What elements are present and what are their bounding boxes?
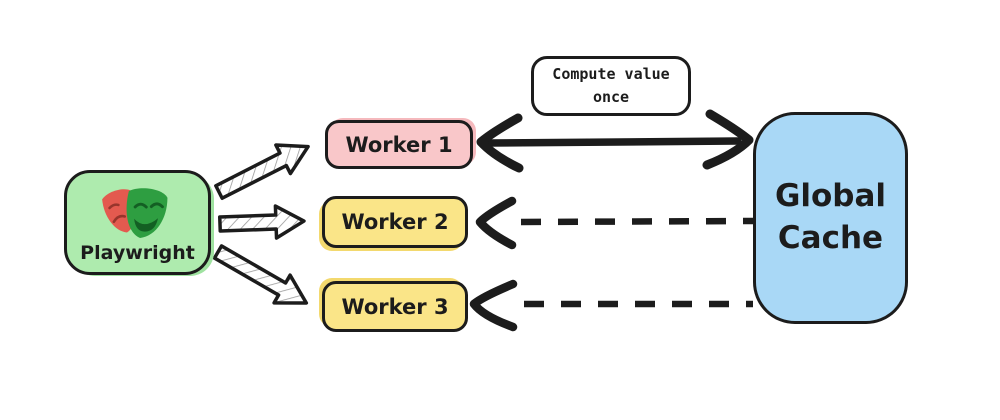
- edge-cache-worker3-arrow: [469, 279, 753, 332]
- worker2-label: Worker 2: [341, 210, 449, 234]
- edge-playwright-worker1-arrow: [214, 143, 310, 200]
- compute-once-label: Compute value once: [552, 64, 670, 106]
- global-cache-node: Global Cache: [753, 112, 908, 324]
- playwright-label: Playwright: [80, 242, 195, 264]
- compute-once-note: Compute value once: [531, 56, 691, 116]
- worker3-label: Worker 3: [341, 294, 449, 319]
- edge-playwright-worker2-arrow: [218, 204, 306, 240]
- playwright-node: Playwright: [64, 170, 211, 275]
- edge-worker1-cache-arrow: [476, 109, 754, 173]
- edge-playwright-worker3-arrow: [212, 244, 309, 305]
- worker1-node: Worker 1: [325, 120, 473, 169]
- worker2-node: Worker 2: [322, 196, 468, 248]
- worker1-label: Worker 1: [345, 132, 453, 157]
- global-cache-label: Global Cache: [774, 178, 887, 256]
- worker3-node: Worker 3: [322, 281, 468, 332]
- theater-masks-icon: [101, 188, 167, 238]
- edge-cache-worker2-arrow: [475, 196, 754, 250]
